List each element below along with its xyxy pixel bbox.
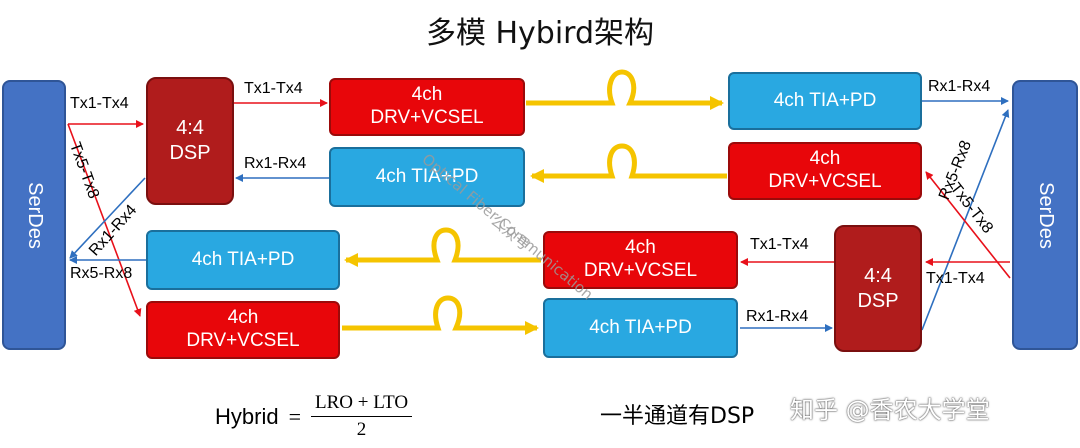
tia-pd-row1: 4ch TIA+PD: [728, 72, 922, 130]
label-tx1-tx4-dsp-out: Tx1-Tx4: [244, 80, 303, 97]
label-tx1-tx4-right: Tx1-Tx4: [926, 270, 985, 287]
label-rx1-rx4-dsp-in: Rx1-Rx4: [244, 155, 307, 172]
hybrid-formula: Hybrid = LRO + LTO 2: [215, 392, 413, 441]
drv-vcsel-row4: 4ch DRV+VCSEL: [146, 301, 340, 359]
formula-eq: =: [288, 403, 301, 429]
drv-vcsel-row2: 4ch DRV+VCSEL: [728, 142, 922, 200]
arrow-serdes-to-drv-tx5-tx8: [67, 123, 142, 317]
fiber-row-1: [526, 69, 724, 110]
drv-vcsel-row1: 4ch DRV+VCSEL: [329, 78, 525, 136]
label-tx1-tx4-left: Tx1-Tx4: [70, 95, 129, 112]
label-rx1-rx4-dsp-bottom: Rx1-Rx4: [746, 308, 809, 325]
tia-pd-row3: 4ch TIA+PD: [146, 230, 340, 290]
fiber-row-3: [344, 227, 541, 267]
formula-numerator: LRO + LTO: [311, 392, 413, 417]
label-tx1-tx4-dsp-bottom: Tx1-Tx4: [750, 236, 809, 253]
fiber-row-4: [342, 295, 539, 335]
tia-pd-row4: 4ch TIA+PD: [543, 298, 738, 358]
serdes-left-label: SerDes: [23, 181, 46, 249]
tia-pd-row2: 4ch TIA+PD: [329, 147, 525, 207]
formula-denominator: 2: [356, 419, 367, 440]
serdes-right-label: SerDes: [1034, 181, 1057, 249]
brand-watermark: 知乎 @香农大学堂: [790, 396, 990, 424]
serdes-left: SerDes: [2, 80, 66, 350]
formula-fraction: LRO + LTO 2: [311, 392, 413, 441]
diagram-title: 多模 Hybird架构: [425, 16, 655, 51]
serdes-right: SerDes: [1012, 80, 1078, 350]
fiber-row-2: [530, 143, 727, 183]
label-rx1-rx4-right: Rx1-Rx4: [928, 78, 991, 95]
dsp-bottom: 4:4 DSP: [834, 225, 922, 352]
arrow-serdes-to-drv-tx5-tx8: [925, 171, 1011, 279]
note-half-channel-dsp: 一半通道有DSP: [600, 404, 755, 429]
dsp-top: 4:4 DSP: [146, 77, 234, 205]
formula-lhs: Hybrid: [215, 403, 279, 429]
label-rx5-rx8-left: Rx5-Rx8: [70, 265, 133, 282]
arrow-dsp-to-serdes-rx1-rx4: [69, 177, 146, 259]
drv-vcsel-row3: 4ch DRV+VCSEL: [543, 231, 738, 289]
